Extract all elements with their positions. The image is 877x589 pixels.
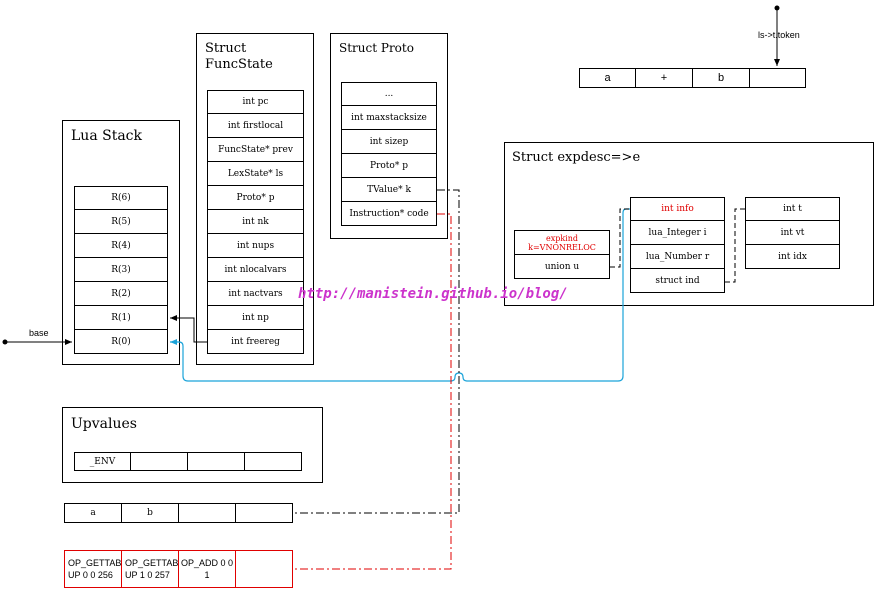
expdesc-fields: expkind k=VNONRELOC union u bbox=[514, 230, 610, 279]
code-cell: OP_ADD 0 0 1 bbox=[179, 550, 236, 588]
funcstate-field: int nk bbox=[207, 210, 304, 234]
ind-member: int t bbox=[745, 197, 840, 221]
proto-fields: ... int maxstacksize int sizep Proto* p … bbox=[341, 82, 437, 226]
watermark: http://manistein.github.io/blog/ bbox=[298, 286, 568, 302]
token-pointer-dot bbox=[774, 5, 780, 11]
code-pointer-line bbox=[293, 213, 452, 570]
code-op: OP_ADD 0 0 bbox=[180, 558, 234, 568]
ind-fields: int t int vt int idx bbox=[745, 197, 840, 269]
ind-member: int vt bbox=[745, 221, 840, 245]
code-args: UP 0 0 256 bbox=[68, 570, 113, 580]
expdesc-title: Struct expdesc=>e bbox=[512, 150, 641, 165]
proto-field: ... bbox=[341, 82, 437, 106]
stack-slot: R(5) bbox=[74, 210, 168, 234]
proto-field: Instruction* code bbox=[341, 202, 437, 226]
upvalue-cell bbox=[245, 452, 302, 471]
union-pointer-line bbox=[610, 208, 630, 268]
upvalues-title: Upvalues bbox=[71, 416, 137, 432]
upvalue-cells: _ENV bbox=[74, 452, 302, 471]
union-field: union u bbox=[514, 255, 610, 279]
funcstate-field: FuncState* prev bbox=[207, 138, 304, 162]
base-label: base bbox=[29, 328, 49, 338]
union-member: struct ind bbox=[630, 269, 725, 293]
token-label: ls->t.token bbox=[758, 30, 800, 40]
constants-array: a b bbox=[64, 503, 293, 523]
code-args: UP 1 0 257 bbox=[125, 570, 170, 580]
lua-stack-title: Lua Stack bbox=[71, 128, 142, 144]
expkind-label: expkind bbox=[545, 233, 579, 243]
base-dot bbox=[2, 339, 8, 345]
token-cell: a bbox=[579, 68, 636, 88]
funcstate-field: LexState* ls bbox=[207, 162, 304, 186]
funcstate-field: int freereg bbox=[207, 330, 304, 354]
proto-field: int maxstacksize bbox=[341, 106, 437, 130]
funcstate-title-line2: FuncState bbox=[205, 57, 273, 72]
lua-stack-slots: R(6) R(5) R(4) R(3) R(2) R(1) R(0) bbox=[74, 186, 168, 354]
stack-slot: R(3) bbox=[74, 258, 168, 282]
funcstate-title-line1: Struct bbox=[205, 41, 247, 56]
upvalue-cell bbox=[131, 452, 188, 471]
constants-pointer-line bbox=[293, 189, 460, 514]
constant-cell: a bbox=[64, 503, 122, 523]
code-cell: OP_GETTAB UP 0 0 256 bbox=[64, 550, 122, 588]
funcstate-field: int nlocalvars bbox=[207, 258, 304, 282]
stack-slot: R(4) bbox=[74, 234, 168, 258]
proto-field: TValue* k bbox=[341, 178, 437, 202]
code-op: OP_GETTAB bbox=[125, 558, 179, 568]
code-args: 1 bbox=[204, 570, 210, 580]
union-member: int info bbox=[630, 197, 725, 221]
funcstate-field: int pc bbox=[207, 90, 304, 114]
funcstate-fields: int pc int firstlocal FuncState* prev Le… bbox=[207, 90, 304, 354]
union-member: lua_Integer i bbox=[630, 221, 725, 245]
proto-title: Struct Proto bbox=[339, 41, 414, 55]
token-cell: + bbox=[636, 68, 693, 88]
stack-slot: R(6) bbox=[74, 186, 168, 210]
funcstate-field: int firstlocal bbox=[207, 114, 304, 138]
upvalue-cell bbox=[188, 452, 245, 471]
code-op: OP_GETTAB bbox=[68, 558, 122, 568]
constant-cell: b bbox=[122, 503, 179, 523]
code-cell: OP_GETTAB UP 1 0 257 bbox=[122, 550, 179, 588]
token-cell bbox=[750, 68, 806, 88]
funcstate-field: Proto* p bbox=[207, 186, 304, 210]
ind-member: int idx bbox=[745, 245, 840, 269]
constant-cell bbox=[236, 503, 293, 523]
expkind-field: expkind k=VNONRELOC bbox=[514, 230, 610, 255]
upvalue-cell: _ENV bbox=[74, 452, 131, 471]
code-array: OP_GETTAB UP 0 0 256 OP_GETTAB UP 1 0 25… bbox=[64, 550, 293, 588]
funcstate-field: int np bbox=[207, 306, 304, 330]
funcstate-field: int nactvars bbox=[207, 282, 304, 306]
expkind-value: k=VNONRELOC bbox=[528, 242, 596, 252]
union-member: lua_Number r bbox=[630, 245, 725, 269]
union-fields: int info lua_Integer i lua_Number r stru… bbox=[630, 197, 725, 293]
funcstate-field: int nups bbox=[207, 234, 304, 258]
token-cell: b bbox=[693, 68, 750, 88]
ind-pointer-line bbox=[725, 208, 745, 283]
proto-field: Proto* p bbox=[341, 154, 437, 178]
proto-field: int sizep bbox=[341, 130, 437, 154]
constant-cell bbox=[179, 503, 236, 523]
token-strip: a + b bbox=[579, 68, 806, 88]
freereg-arrow bbox=[170, 315, 207, 343]
stack-slot: R(1) bbox=[74, 306, 168, 330]
stack-slot: R(2) bbox=[74, 282, 168, 306]
code-cell bbox=[236, 550, 293, 588]
stack-slot: R(0) bbox=[74, 330, 168, 354]
